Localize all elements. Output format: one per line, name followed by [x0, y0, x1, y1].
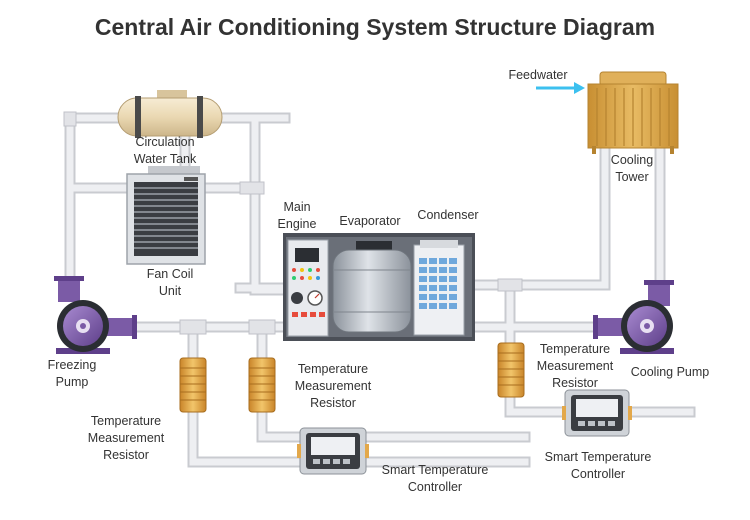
- label-circulation-water-tank: Circulation Water Tank: [133, 135, 197, 166]
- evaporator-vessel: [332, 241, 412, 333]
- cooling-pump: [593, 280, 674, 354]
- feedwater-arrow: [536, 82, 585, 94]
- label-smart-controller-left: Smart Temperature Controller: [381, 463, 489, 494]
- label-temperature-resistor-center: Temperature Measurement Resistor: [294, 362, 372, 410]
- smart-temperature-controller-right: [562, 389, 632, 437]
- diagram-title: Central Air Conditioning System Structur…: [94, 14, 656, 40]
- cooling-tower: [587, 71, 679, 154]
- label-smart-controller-right: Smart Temperature Controller: [544, 450, 652, 481]
- label-condenser: Condenser: [417, 208, 479, 222]
- smart-temperature-controller-left: [297, 427, 369, 475]
- label-cooling-tower: Cooling Tower: [610, 153, 654, 184]
- main-engine: [287, 239, 329, 337]
- label-fan-coil-unit: Fan Coil Unit: [146, 267, 194, 298]
- temperature-resistor-right: [497, 342, 525, 398]
- condenser-unit: [413, 240, 465, 336]
- temperature-resistor-left: [179, 357, 207, 413]
- label-temperature-resistor-right: Temperature Measurement Resistor: [536, 342, 614, 390]
- fan-coil-unit: [126, 166, 206, 265]
- label-cooling-pump: Cooling Pump: [630, 365, 710, 379]
- label-main-engine: Main Engine: [277, 200, 317, 231]
- circulation-water-tank: [117, 90, 223, 138]
- label-temperature-resistor-left: Temperature Measurement Resistor: [87, 414, 165, 462]
- label-feedwater: Feedwater: [508, 68, 568, 82]
- label-evaporator: Evaporator: [339, 214, 401, 228]
- label-freezing-pump: Freezing Pump: [47, 358, 97, 389]
- chiller-unit: [283, 233, 475, 341]
- freezing-pump: [54, 276, 137, 354]
- temperature-resistor-center: [248, 357, 276, 413]
